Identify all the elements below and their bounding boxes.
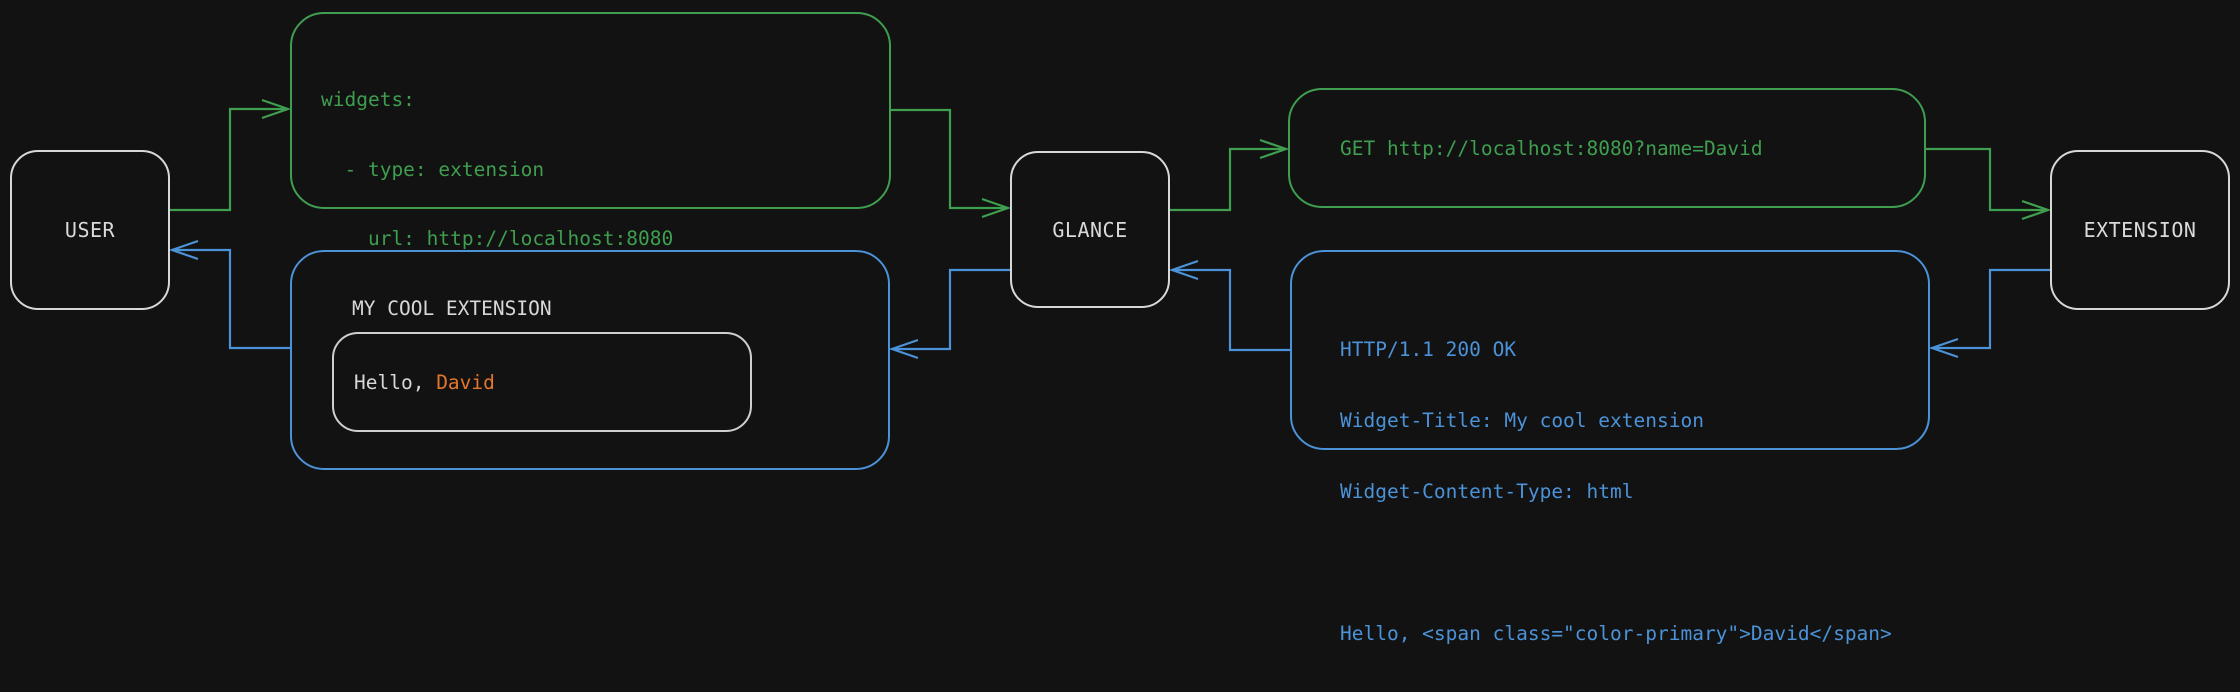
diagram-canvas: USER GLANCE EXTENSION widgets: - type: e… bbox=[10, 12, 2230, 645]
http-request-line: GET http://localhost:8080?name=David bbox=[1340, 136, 1763, 160]
arrow-glance-to-widget bbox=[888, 268, 1010, 360]
http-request-box: GET http://localhost:8080?name=David bbox=[1288, 88, 1926, 208]
node-glance: GLANCE bbox=[1010, 151, 1170, 308]
arrow-widget-to-user bbox=[168, 239, 290, 350]
rendered-widget-box: MY COOL EXTENSION Hello, David bbox=[290, 250, 890, 470]
http-response-box: HTTP/1.1 200 OK Widget-Title: My cool ex… bbox=[1290, 250, 1930, 645]
yaml-line: - type: extension bbox=[321, 157, 545, 181]
greeting-name: David bbox=[436, 370, 495, 394]
node-extension-label: EXTENSION bbox=[2083, 218, 2197, 242]
node-extension: EXTENSION bbox=[2050, 150, 2230, 310]
node-user-label: USER bbox=[64, 218, 116, 242]
yaml-config-box: widgets: - type: extension url: http://l… bbox=[290, 12, 891, 459]
response-line bbox=[1340, 550, 1928, 575]
response-line: Widget-Content-Type: html bbox=[1340, 480, 1634, 503]
response-line: Widget-Title: My cool extension bbox=[1340, 409, 1704, 432]
greeting-prefix: Hello, bbox=[354, 370, 437, 394]
arrow-extension-to-response bbox=[1928, 268, 2050, 359]
widget-greeting-box: Hello, David bbox=[332, 332, 752, 432]
response-line: Hello, <span class="color-primary">David… bbox=[1340, 622, 1892, 645]
arrow-config-to-glance bbox=[891, 108, 1012, 219]
node-glance-label: GLANCE bbox=[1052, 217, 1128, 242]
node-user: USER bbox=[10, 150, 170, 310]
response-line: HTTP/1.1 200 OK bbox=[1340, 338, 1517, 361]
yaml-line: url: http://localhost:8080 bbox=[321, 227, 674, 250]
widget-title: MY COOL EXTENSION bbox=[352, 297, 552, 320]
arrow-request-to-extension bbox=[1926, 147, 2052, 221]
yaml-line: widgets: bbox=[321, 88, 415, 111]
arrow-glance-to-request bbox=[1170, 138, 1290, 212]
arrow-user-to-config bbox=[170, 98, 292, 212]
arrow-response-to-glance bbox=[1168, 259, 1290, 352]
